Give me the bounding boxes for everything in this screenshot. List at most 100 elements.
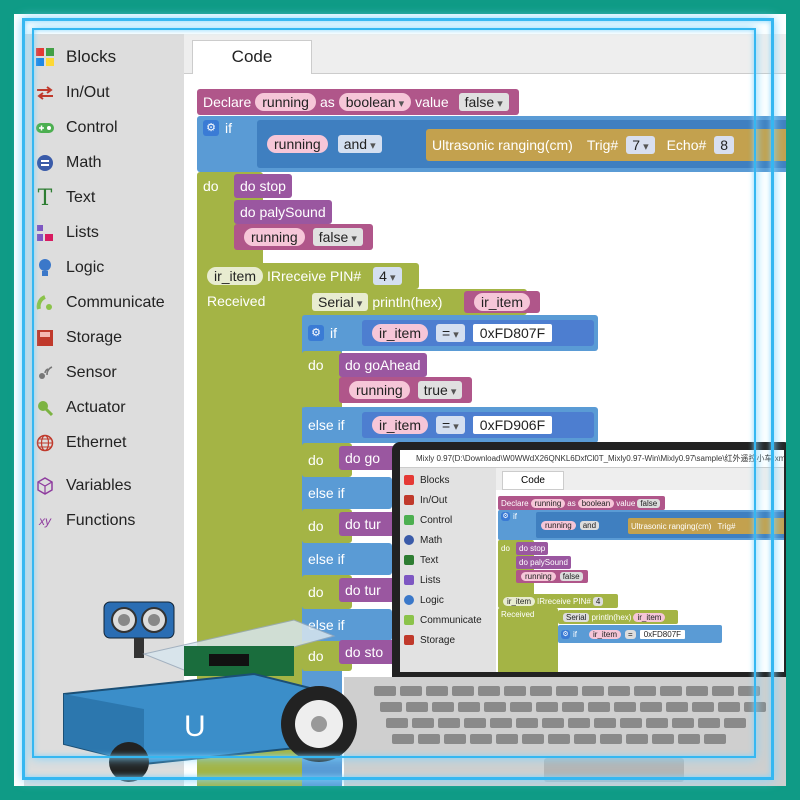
goahead-call[interactable]: do goAhead xyxy=(339,353,427,377)
variable-field[interactable]: ir_item xyxy=(474,293,531,311)
stop-call[interactable]: do stop xyxy=(234,174,292,198)
tab-code[interactable]: Code xyxy=(502,471,564,490)
toolbox-item-functions[interactable]: xy Functions xyxy=(24,504,184,538)
hex-value-field[interactable]: 0xFD807F xyxy=(472,324,553,342)
toolbox-item[interactable]: In/Out xyxy=(404,490,447,510)
variable-field[interactable]: ir_item xyxy=(207,267,264,285)
block-keyword: Declare xyxy=(501,498,529,508)
compare-block[interactable]: ir_item = 0xFD906F xyxy=(362,412,594,438)
key xyxy=(672,718,694,728)
bool-dropdown[interactable]: true xyxy=(417,381,463,399)
serial-println-block[interactable]: Serial println(hex) ir_item xyxy=(558,610,678,624)
toolbox-item-logic[interactable]: Logic xyxy=(24,251,184,285)
playsound-call[interactable]: do palySound xyxy=(516,556,571,569)
hex-value-field[interactable]: 0xFD807F xyxy=(639,629,686,639)
gear-icon[interactable]: ⚙ xyxy=(203,120,219,136)
stop-call[interactable]: do stop xyxy=(516,542,549,555)
gear-icon[interactable]: ⚙ xyxy=(561,629,570,639)
op-dropdown[interactable]: = xyxy=(625,629,636,639)
ir-item-var[interactable]: ir_item xyxy=(464,291,541,313)
toolbox-item-lists[interactable]: Lists xyxy=(24,216,184,250)
op-dropdown[interactable]: = xyxy=(436,416,465,434)
toolbox-item[interactable]: Lists xyxy=(404,570,441,590)
variable-field[interactable]: ir_item xyxy=(633,612,666,622)
variable-field[interactable]: running xyxy=(541,520,576,530)
toolbox-item-ethernet[interactable]: Ethernet xyxy=(24,426,184,460)
toolbox-item-variables[interactable]: Variables xyxy=(24,469,184,503)
bool-dropdown[interactable]: false xyxy=(458,93,509,111)
variable-field[interactable]: running xyxy=(244,228,305,246)
type-dropdown[interactable]: boolean xyxy=(338,93,412,111)
toolbox-item-label: Blocks xyxy=(66,47,117,66)
ultrasonic-block[interactable]: Ultrasonic ranging(cm) Trig# xyxy=(628,518,784,534)
toolbox-item-blocks[interactable]: Blocks xyxy=(24,40,184,74)
toolbox-item-inout[interactable]: In/Out xyxy=(24,76,184,110)
variable-field[interactable]: running xyxy=(521,572,556,581)
echo-dropdown[interactable]: 8 xyxy=(714,136,735,154)
tab-code[interactable]: Code xyxy=(192,40,312,74)
toolbox-item-label: In/Out xyxy=(420,494,448,506)
variable-field[interactable]: ir_item xyxy=(372,324,429,342)
toolbox-item-label: Actuator xyxy=(66,399,126,416)
laptop-workspace[interactable]: Declare running as boolean value false ⚙… xyxy=(496,490,784,672)
toolbox-item[interactable]: Logic xyxy=(404,590,444,610)
declare-block[interactable]: Declare running as boolean value false xyxy=(498,496,666,510)
toolbox-item-text[interactable]: T Text xyxy=(24,181,184,215)
toolbox-item[interactable]: Communicate xyxy=(404,610,482,630)
variable-field[interactable]: running xyxy=(349,381,410,399)
variable-field[interactable]: running xyxy=(530,498,566,508)
set-var-block[interactable]: running true xyxy=(339,377,473,403)
declare-block[interactable]: Declare running as boolean value false xyxy=(197,89,519,115)
bool-dropdown[interactable]: false xyxy=(559,572,583,581)
toolbox-item-sensor[interactable]: Sensor xyxy=(24,356,184,390)
window-title: Mixly 0.97(D:\Download\W0WWdX26QNKL6DxfC… xyxy=(400,450,784,468)
set-var-block[interactable]: running false xyxy=(234,224,373,250)
op-dropdown[interactable]: = xyxy=(436,324,465,342)
compare-block[interactable]: ir_item = 0xFD807F xyxy=(362,320,594,346)
serial-dropdown[interactable]: Serial xyxy=(563,612,590,622)
op-dropdown[interactable]: and xyxy=(337,135,382,153)
bool-dropdown[interactable]: false xyxy=(312,228,363,246)
toolbox-item-communicate[interactable]: Communicate xyxy=(24,286,184,320)
trig-dropdown[interactable]: 7 xyxy=(626,136,655,154)
toolbox-item[interactable]: Blocks xyxy=(404,470,449,490)
pin-label: Trig# xyxy=(586,137,619,153)
toolbox-item[interactable]: Storage xyxy=(404,630,455,650)
variable-field[interactable]: ir_item xyxy=(372,416,429,434)
op-dropdown[interactable]: and xyxy=(579,520,600,530)
variable-field[interactable]: ir_item xyxy=(589,629,622,639)
toolbox-item-actuator[interactable]: Actuator xyxy=(24,391,184,425)
procedure-label: do tur xyxy=(345,582,381,598)
block-keyword: do xyxy=(501,544,510,553)
key xyxy=(692,702,714,712)
toolbox-item[interactable]: Text xyxy=(404,550,438,570)
pin-dropdown[interactable]: 4 xyxy=(373,267,402,285)
bool-dropdown[interactable]: false xyxy=(637,498,661,508)
key xyxy=(438,718,460,728)
keyboard-row xyxy=(380,702,766,712)
toolbox-item[interactable]: Control xyxy=(404,510,452,530)
pin-dropdown[interactable]: 4 xyxy=(592,596,604,606)
toolbox-item-label: Text xyxy=(420,554,439,566)
type-dropdown[interactable]: boolean xyxy=(577,498,615,508)
bulb-icon xyxy=(34,257,56,279)
key xyxy=(504,686,526,696)
playsound-call[interactable]: do palySound xyxy=(234,200,332,224)
ultrasonic-block[interactable]: Ultrasonic ranging(cm) Trig# 7 Echo# 8 xyxy=(426,129,786,161)
gear-icon[interactable]: ⚙ xyxy=(501,512,510,521)
gear-icon[interactable]: ⚙ xyxy=(308,325,324,341)
set-var-block[interactable]: running false xyxy=(516,570,588,583)
hex-value-field[interactable]: 0xFD906F xyxy=(472,416,553,434)
ir-receive-block[interactable]: ir_item IRreceive PIN# 4 xyxy=(498,594,618,608)
variable-field[interactable]: running xyxy=(267,135,328,153)
toolbox-item-control[interactable]: Control xyxy=(24,111,184,145)
lists-icon xyxy=(34,222,56,244)
variable-field[interactable]: ir_item xyxy=(503,596,536,606)
laptop-tab-bar: Code xyxy=(496,468,784,490)
toolbox-item[interactable]: Math xyxy=(404,530,442,550)
toolbox-item-math[interactable]: Math xyxy=(24,146,184,180)
toolbox-item-storage[interactable]: Storage xyxy=(24,321,184,355)
variable-field[interactable]: running xyxy=(255,93,316,111)
ir-receive-block[interactable]: ir_item IRreceive PIN# 4 xyxy=(197,263,419,289)
serial-dropdown[interactable]: Serial xyxy=(312,293,369,311)
